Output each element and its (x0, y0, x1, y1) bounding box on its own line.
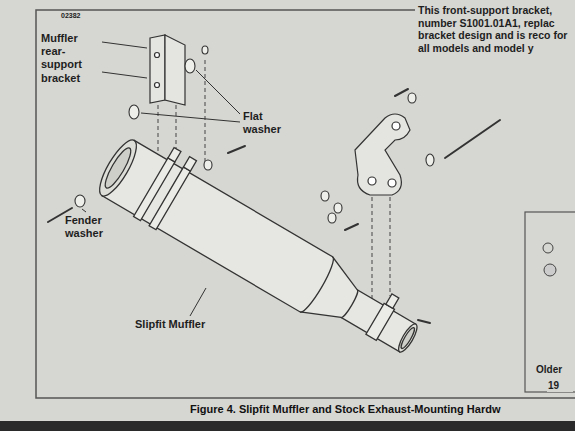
part-label: Fender washer (64, 214, 122, 240)
washers (75, 46, 434, 223)
inset-label: 19 (547, 380, 573, 392)
inset-label: Older (535, 364, 573, 376)
inset-frame (525, 212, 575, 392)
inset-part (543, 243, 553, 253)
rear-support-bracket (150, 35, 185, 105)
part-label: Muffler rear-support bracket (40, 32, 102, 85)
bolts (48, 89, 500, 323)
front-support-bracket (355, 114, 410, 195)
part-number: 02382 (60, 12, 102, 20)
figure-frame (36, 10, 575, 398)
leader-lines (82, 42, 240, 316)
inset-part (544, 264, 556, 276)
part-label: Slipfit Muffler (134, 318, 246, 331)
figure-caption: Figure 4. Slipfit Muffler and Stock Exha… (190, 403, 500, 415)
part-label: Flat washer (242, 110, 292, 136)
note-text: This front-support bracket, number S1001… (417, 4, 573, 54)
page-edge-band (0, 421, 575, 431)
